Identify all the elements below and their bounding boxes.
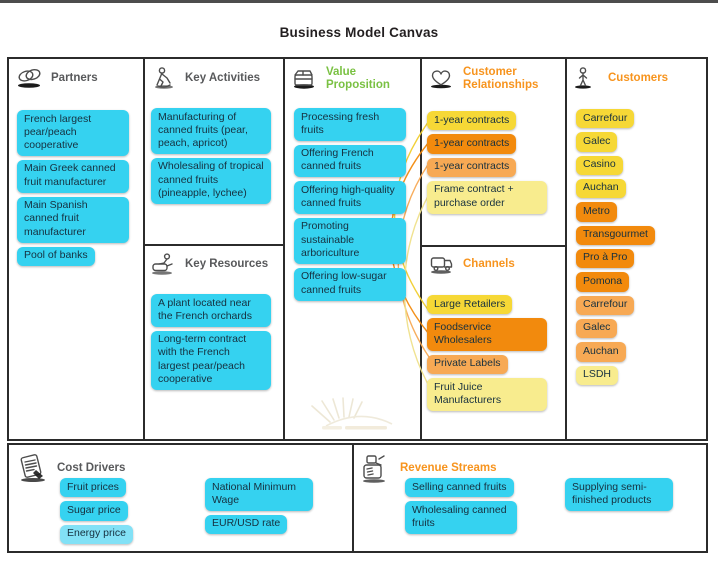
sticky-note: Offering low-sugar canned fruits <box>294 267 406 301</box>
sticky-note: Wholesaling canned fruits <box>405 501 517 534</box>
sticky-note: Energy price <box>60 524 133 544</box>
grid-divider <box>143 59 145 439</box>
sticky-note: Fruit Juice Manufacturers <box>427 378 547 411</box>
sticky-note: Pomona <box>576 272 630 292</box>
sticky-note: Carrefour <box>576 295 635 315</box>
receipts-icon <box>20 454 45 482</box>
customer-relationships-notes: 1-year contracts 1-year contracts 1-year c… <box>427 111 547 214</box>
channels-header: Channels <box>421 245 565 276</box>
partners-label: Partners <box>51 71 98 84</box>
sticky-note: Large Retailers <box>427 295 513 315</box>
sticky-note: Galec <box>576 318 618 339</box>
sticky-note: Main Spanish canned fruit manufacturer <box>17 196 129 243</box>
sticky-note: Galec <box>576 132 618 152</box>
sticky-note: Promoting sustainable arboriculture <box>294 217 406 264</box>
value-proposition-label: Value Proposition <box>326 66 390 91</box>
sticky-note: French largest pear/peach cooperative <box>17 110 129 156</box>
channels-label: Channels <box>463 257 515 270</box>
sticky-note: Frame contract + purchase order <box>427 180 547 214</box>
sticky-note: Manufacturing of canned fruits (pear, pe… <box>151 108 271 154</box>
sticky-note: Private Labels <box>427 354 508 375</box>
grid-divider <box>420 245 566 247</box>
grid-divider <box>565 59 567 439</box>
section-key-resources: Key Resources A plant located near the F… <box>143 245 282 439</box>
machine-operator-icon <box>152 253 173 275</box>
sticky-note: Foodservice Wholesalers <box>427 318 547 351</box>
key-activities-notes: Manufacturing of canned fruits (pear, pe… <box>151 108 271 204</box>
key-resources-header: Key Resources <box>143 245 282 276</box>
top-border-bar <box>0 0 718 3</box>
sticky-note: Auchan <box>576 342 626 362</box>
key-activities-label: Key Activities <box>185 71 260 84</box>
revenue-streams-label: Revenue Streams <box>400 461 497 474</box>
sticky-note: Auchan <box>576 178 626 199</box>
sticky-note: Long-term contract with the French large… <box>151 330 271 390</box>
customers-header: Customers <box>566 59 708 90</box>
grid-divider <box>352 445 354 551</box>
sticky-note: 1-year contracts <box>427 134 517 154</box>
customer-relationships-header: Customer Relationships <box>421 59 565 91</box>
section-key-activities: Key Activities Manufacturing of canned f… <box>143 59 282 243</box>
sticky-note: Pool of banks <box>17 246 95 266</box>
linked-rings-icon <box>18 69 41 88</box>
sticky-note: Carrefour <box>576 109 635 129</box>
package-icon <box>294 69 314 89</box>
revenue-streams-header: Revenue Streams <box>352 445 708 484</box>
revenue-streams-notes-right: Supplying semi-finished products <box>565 478 673 511</box>
grid-divider <box>143 244 284 246</box>
sticky-note: Offering high-quality canned fruits <box>294 181 406 214</box>
sticky-note: Sugar price <box>60 501 128 521</box>
cost-drivers-label: Cost Drivers <box>57 461 126 474</box>
partners-header: Partners <box>9 59 143 90</box>
heart-icon <box>431 70 451 88</box>
customers-label: Customers <box>608 71 669 84</box>
sticky-note: LSDH <box>576 365 619 385</box>
customer-relationships-label: Customer Relationships <box>463 66 539 91</box>
sticky-note: Casino <box>576 155 623 175</box>
sticky-note: Fruit prices <box>60 478 126 498</box>
person-icon <box>575 67 591 89</box>
sticky-note: Supplying semi-finished products <box>565 478 673 511</box>
delivery-truck-icon <box>430 257 453 274</box>
worker-icon <box>155 67 173 89</box>
sticky-note: A plant located near the French orchards <box>151 294 271 327</box>
key-resources-notes: A plant located near the French orchards… <box>151 294 271 390</box>
sticky-note: 1-year contracts <box>427 157 517 177</box>
sticky-note: Wholesaling of tropical canned fruits (p… <box>151 157 271 204</box>
cost-drivers-header: Cost Drivers <box>9 445 350 484</box>
sticky-note: Transgourmet <box>576 225 655 245</box>
page-title: Business Model Canvas <box>279 25 439 40</box>
sticky-note: National Minimum Wage <box>205 478 313 511</box>
section-value-proposition: Value Proposition Processing fresh fruit… <box>284 59 420 439</box>
cash-register-icon <box>363 455 385 483</box>
sticky-note: Metro <box>576 202 617 222</box>
grid-divider <box>283 59 285 439</box>
sticky-note: Pro à Pro <box>576 248 635 269</box>
sticky-note: Main Greek canned fruit manufacturer <box>17 159 129 193</box>
key-activities-header: Key Activities <box>143 59 282 90</box>
key-resources-label: Key Resources <box>185 257 269 270</box>
bottom-grid <box>7 443 708 553</box>
sticky-note: Processing fresh fruits <box>294 108 406 141</box>
section-partners: Partners French largest pear/peach coope… <box>9 59 143 439</box>
sticky-note: Offering French canned fruits <box>294 144 406 178</box>
sticky-note: 1-year contracts <box>427 111 517 131</box>
value-proposition-header: Value Proposition <box>284 59 420 91</box>
sticky-note: EUR/USD rate <box>205 514 288 534</box>
sticky-note: Selling canned fruits <box>405 478 514 498</box>
